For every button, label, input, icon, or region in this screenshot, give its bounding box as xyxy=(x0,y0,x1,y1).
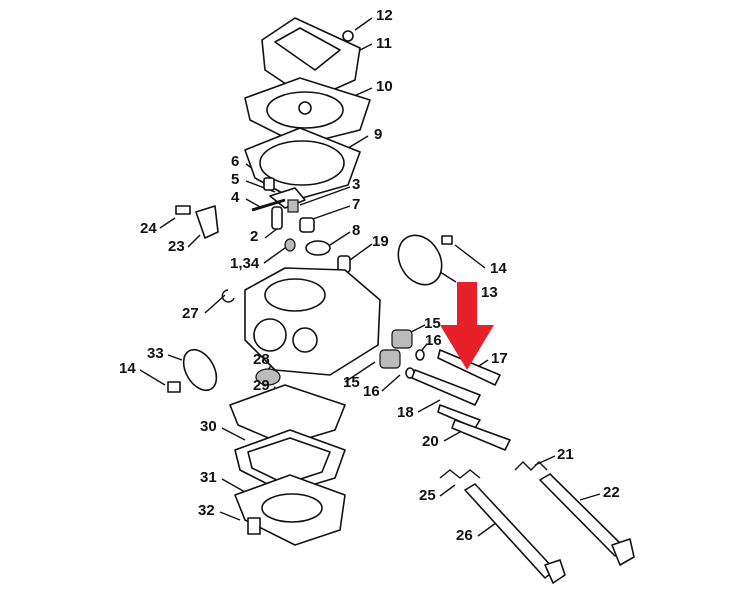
label-6: 6 xyxy=(231,153,239,170)
label-27: 27 xyxy=(182,305,199,322)
label-9: 9 xyxy=(374,126,382,143)
label-14b: 14 xyxy=(119,360,136,377)
part-labels: 12 11 10 9 6 5 3 4 7 2 8 19 1,34 24 23 1… xyxy=(119,7,620,544)
leader-lines xyxy=(139,17,601,537)
label-23: 23 xyxy=(168,238,185,255)
part-diaphragm-10 xyxy=(244,77,371,146)
label-15: 15 xyxy=(424,315,441,332)
label-5: 5 xyxy=(231,171,239,188)
label-3: 3 xyxy=(352,176,360,193)
label-19: 19 xyxy=(372,233,389,250)
label-1-34: 1,34 xyxy=(230,255,260,272)
label-18: 18 xyxy=(397,404,414,421)
label-7: 7 xyxy=(352,196,360,213)
label-22: 22 xyxy=(603,484,620,501)
label-16: 16 xyxy=(425,332,442,349)
label-32: 32 xyxy=(198,502,215,519)
label-15b: 15 xyxy=(343,374,360,391)
label-2: 2 xyxy=(250,228,258,245)
label-31: 31 xyxy=(200,469,217,486)
label-16b: 16 xyxy=(363,383,380,400)
label-12: 12 xyxy=(376,7,393,24)
label-26: 26 xyxy=(456,527,473,544)
label-20: 20 xyxy=(422,433,439,450)
label-29: 29 xyxy=(253,377,270,394)
part-levers xyxy=(439,461,635,584)
part-plate-33 xyxy=(167,348,281,393)
label-30: 30 xyxy=(200,418,217,435)
label-24: 24 xyxy=(140,220,157,237)
part-needles xyxy=(379,329,511,451)
label-25: 25 xyxy=(419,487,436,504)
part-cover-31 xyxy=(234,474,346,546)
label-28: 28 xyxy=(253,351,270,368)
part-cover-11 xyxy=(261,17,361,101)
part-plate-13 xyxy=(397,234,453,286)
label-33: 33 xyxy=(147,345,164,362)
label-13: 13 xyxy=(481,284,498,301)
part-carburetor-body xyxy=(244,267,381,376)
red-arrow-indicator xyxy=(440,282,494,370)
label-11: 11 xyxy=(376,35,392,52)
label-10: 10 xyxy=(376,78,393,95)
label-8: 8 xyxy=(352,222,360,239)
label-21: 21 xyxy=(557,446,574,463)
label-14: 14 xyxy=(490,260,507,277)
label-17: 17 xyxy=(491,350,508,367)
label-4: 4 xyxy=(231,189,240,206)
small-parts xyxy=(175,177,351,330)
part-gaskets-29-30 xyxy=(229,384,346,494)
